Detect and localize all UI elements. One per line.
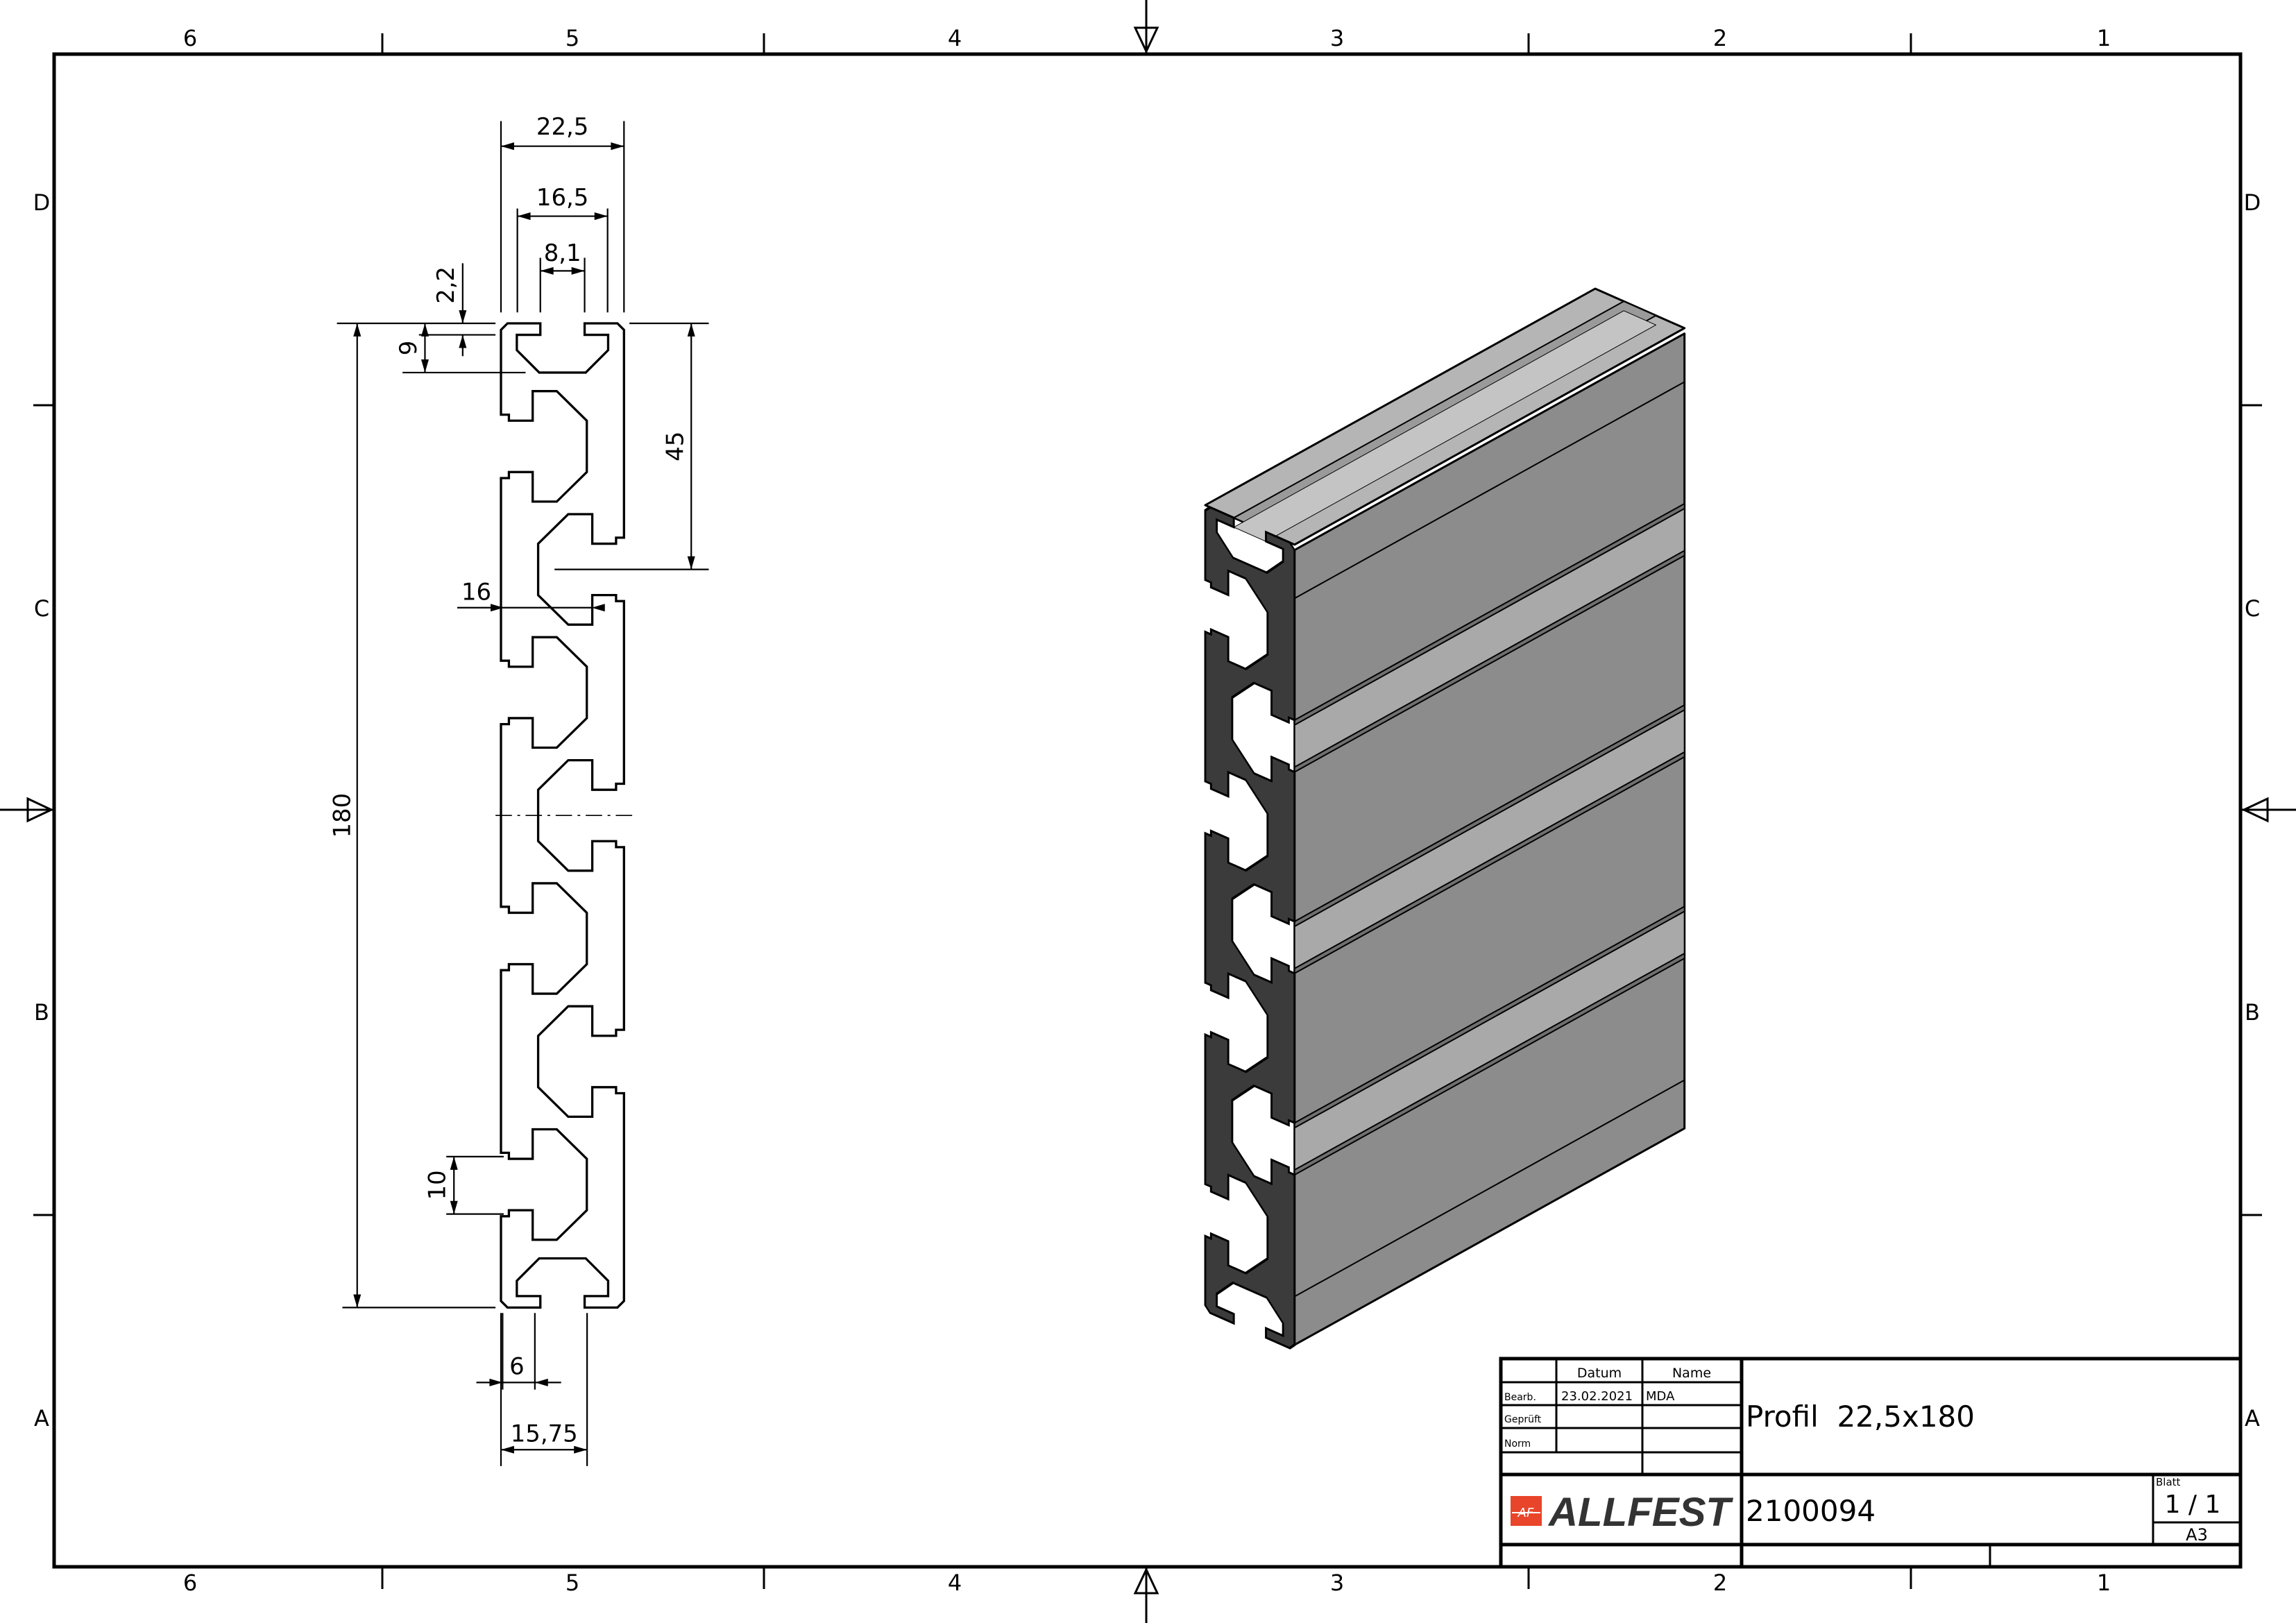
profile-outline: [500, 322, 625, 1309]
zone-column-label: 1: [2097, 25, 2111, 51]
label-geprueft: Geprüft: [1504, 1414, 1542, 1425]
drawing-number: 2100094: [1746, 1494, 1876, 1528]
dim-label-slot-depth: 9: [395, 341, 422, 356]
arrowhead: [450, 1156, 458, 1170]
zone-column-label: 3: [1330, 1570, 1344, 1596]
arrowhead: [611, 142, 624, 151]
sheet-value: 1 / 1: [2165, 1490, 2221, 1519]
dim-label-height-total: 180: [329, 793, 356, 838]
zone-row-label: B: [34, 999, 49, 1026]
arrowhead: [591, 604, 605, 612]
zone-row-label: D: [33, 189, 51, 216]
zone-column-label: 6: [183, 1570, 197, 1596]
isometric-profile-view: [1204, 287, 1686, 1350]
zone-column-label: 1: [2097, 1570, 2111, 1596]
zone-row-label: D: [2244, 189, 2261, 216]
arrowhead: [571, 266, 585, 275]
zone-column-label: 5: [566, 1570, 579, 1596]
arrowhead: [450, 1200, 458, 1214]
zone-column-label: 4: [948, 25, 962, 51]
zone-row-label: A: [34, 1405, 49, 1431]
arrowhead: [534, 1378, 548, 1386]
zone-row-label: B: [2245, 999, 2260, 1026]
logo-text: ALLFEST: [1547, 1490, 1734, 1535]
arrowhead: [517, 212, 531, 221]
centering-arrow-icon: [1133, 0, 1159, 54]
zone-row-label: C: [2245, 595, 2260, 622]
centering-arrow-icon: [0, 797, 54, 823]
dim-label-slot-opening: 8,1: [544, 239, 581, 266]
zone-column-label: 3: [1330, 25, 1344, 51]
zone-column-label: 2: [1713, 1570, 1727, 1596]
dim-label-width-inner: 16,5: [536, 184, 588, 211]
arrowhead: [420, 359, 429, 373]
profile-cross-section-view: 22,5 16,5 8,1 2,2 9 180 45 16 10 6 15,75: [329, 113, 709, 1466]
side-slot-inner: [1293, 507, 1685, 768]
dim-label-web-width: 16: [461, 579, 491, 606]
dimension-lines: [337, 121, 709, 1466]
dim-label-pitch: 45: [661, 432, 688, 461]
dim-label-bottom-opening: 6: [509, 1353, 525, 1380]
title-block: Datum Name Bearb. Geprüft Norm 23.02.202…: [1499, 1357, 2243, 1569]
allfest-logo: AF ALLFEST: [1511, 1490, 1734, 1535]
arrowhead: [491, 604, 504, 612]
dim-label-lip-thickness: 2,2: [432, 266, 459, 304]
arrowhead: [540, 266, 554, 275]
arrowhead: [501, 142, 514, 151]
zone-column-label: 4: [948, 1570, 962, 1596]
side-slot-inner: [1293, 709, 1685, 969]
dim-label-side-slot: 10: [424, 1170, 451, 1200]
side-slot-inner: [1293, 910, 1685, 1171]
label-bearb: Bearb.: [1504, 1392, 1536, 1403]
zone-column-label: 2: [1713, 25, 1727, 51]
arrowhead: [353, 323, 362, 337]
arrowhead: [420, 323, 429, 337]
edge-line: [1294, 1079, 1685, 1298]
arrowhead: [459, 310, 467, 323]
label-norm: Norm: [1504, 1438, 1531, 1450]
centering-arrow-icon: [2240, 797, 2296, 823]
header-datum: Datum: [1577, 1366, 1622, 1381]
zone-row-label: A: [2245, 1405, 2260, 1431]
sheet-format: A3: [2186, 1525, 2208, 1545]
arrowhead: [489, 1378, 503, 1386]
drawing-title: Profil 22,5x180: [1746, 1400, 1975, 1434]
edge-line: [1294, 381, 1685, 600]
arrowhead: [687, 323, 695, 337]
top-slot-inner: [1233, 310, 1656, 542]
arrowhead: [353, 1294, 362, 1308]
dim-label-bottom-width: 15,75: [511, 1420, 578, 1447]
arrowhead: [459, 334, 467, 348]
centering-arrow-icon: [1133, 1567, 1159, 1623]
arrowhead: [501, 1445, 514, 1454]
profile-section-face: [1204, 506, 1296, 1350]
zone-column-label: 6: [183, 25, 197, 51]
dim-label-width-total: 22,5: [536, 113, 588, 140]
bearb-date: 23.02.2021: [1561, 1389, 1633, 1404]
arrowhead: [574, 1445, 588, 1454]
header-name: Name: [1672, 1366, 1711, 1381]
zone-column-label: 5: [566, 25, 579, 51]
arrowhead: [687, 556, 695, 570]
zone-row-label: C: [34, 595, 49, 622]
sheet-label: Blatt: [2156, 1476, 2181, 1488]
bearb-name: MDA: [1646, 1389, 1675, 1404]
arrowhead: [594, 212, 608, 221]
